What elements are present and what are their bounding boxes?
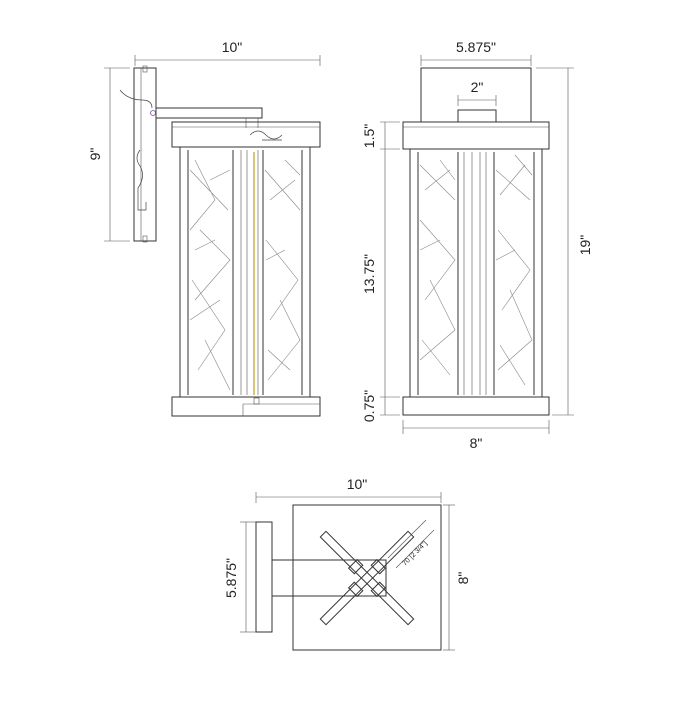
front-base xyxy=(402,396,550,416)
side-right-glass-pattern xyxy=(264,159,301,381)
top-width-dimension: 10" xyxy=(255,476,442,503)
side-body xyxy=(179,146,311,398)
top-housing xyxy=(292,504,442,651)
side-arm xyxy=(150,107,263,128)
side-width-label: 10" xyxy=(222,39,243,55)
front-cap-dimension: 1.5" xyxy=(361,121,400,150)
front-cap-label: 1.5" xyxy=(361,124,377,148)
front-arm xyxy=(457,109,497,123)
front-view: 5.875" 2" 1.5" xyxy=(361,39,593,451)
top-lamp-arms xyxy=(319,530,415,626)
front-base-width-label: 8" xyxy=(470,435,483,451)
front-left-glass-pattern xyxy=(419,159,456,376)
front-body-label: 13.75" xyxy=(361,254,377,294)
front-body-dimension: 13.75" xyxy=(361,149,400,398)
side-left-glass-pattern xyxy=(189,159,231,391)
front-backplate xyxy=(420,67,532,123)
side-view: 10" 9" xyxy=(87,39,321,417)
front-top-width-dimension: 5.875" xyxy=(420,39,532,66)
front-body xyxy=(409,148,543,398)
side-base xyxy=(171,396,321,417)
side-backplate xyxy=(119,65,157,243)
front-overall-dimension: 19" xyxy=(536,67,593,416)
front-top-width-label: 5.875" xyxy=(456,39,496,55)
top-arm xyxy=(271,559,387,597)
top-view: 10" 8" 5.875" xyxy=(223,476,471,651)
front-base-width-dimension: 8" xyxy=(402,420,550,451)
top-backplate-label: 5.875" xyxy=(223,558,239,598)
front-base-label: 0.75" xyxy=(361,390,377,422)
front-arm-width-dimension: 2" xyxy=(457,79,497,106)
top-backplate-dimension: 5.875" xyxy=(223,521,256,633)
front-right-glass-pattern xyxy=(495,154,533,386)
front-arm-width-label: 2" xyxy=(471,79,484,95)
top-width-label: 10" xyxy=(347,476,368,492)
top-bulb-label: 70 [2 3/4"] xyxy=(401,540,428,567)
front-base-dimension: 0.75" xyxy=(361,390,400,422)
top-depth-label: 8" xyxy=(455,572,471,585)
top-backplate xyxy=(255,521,273,633)
top-depth-dimension: 8" xyxy=(443,504,471,651)
front-overall-label: 19" xyxy=(577,235,593,256)
side-backplate-label: 9" xyxy=(87,148,103,161)
front-cap xyxy=(402,121,550,150)
side-backplate-dimension: 9" xyxy=(87,67,130,242)
side-width-dimension: 10" xyxy=(134,39,321,66)
